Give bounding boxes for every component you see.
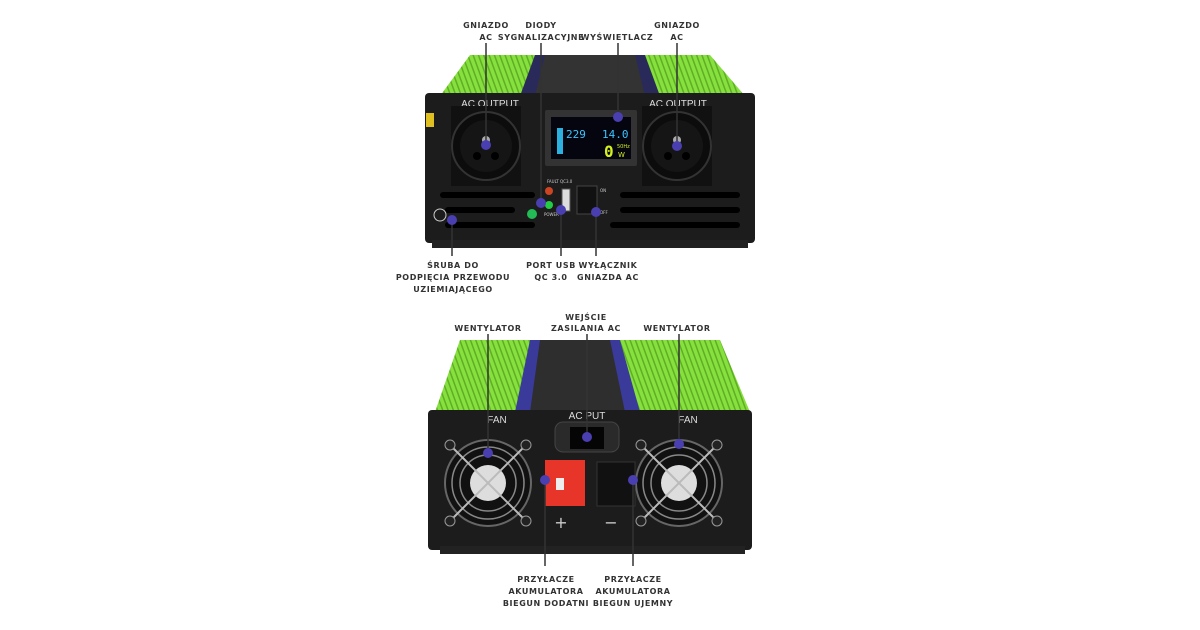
label-ground-screw: UZIEMIAJĄCEGO [413,285,493,294]
fan-label: FAN [678,415,697,426]
rear-labels: WENTYLATOR WEJŚCIE ZASILANIA AC WENTYLAT… [454,311,710,608]
label-battery-positive: PRZYŁACZE [517,575,574,584]
label-socket-left: AC [479,33,492,42]
display-power: 0 [604,142,614,161]
label-battery-negative: PRZYŁACZE [604,575,661,584]
label-battery-positive: BIEGUN DODATNI [503,599,589,608]
ground-screw [433,208,447,222]
fault-led [545,187,553,195]
label-switch: WYŁĄCZNIK [579,261,638,270]
display-voltage-dc: 14.0 [602,128,629,141]
label-usb: QC 3.0 [534,273,567,282]
label-ac-input: WEJŚCIE [565,311,607,322]
usb-port[interactable] [561,188,571,212]
label-socket-right: AC [670,33,683,42]
label-ground-screw: ŚRUBA DO [427,259,479,270]
label-fan-right: WENTYLATOR [643,324,710,333]
off-label: OFF [600,210,608,215]
label-socket-left: GNIAZDO [463,21,509,30]
label-leds: SYGNALIZACYJNE [498,33,584,42]
rear-callouts [483,334,684,566]
power-led [545,201,553,209]
label-socket-right: GNIAZDO [654,21,700,30]
display-unit: W [618,151,625,159]
label-leds: DIODY [525,21,556,30]
inverter-front-view: AC OUTPUT AC OUTPUT 229 14.0 0 50Hz W FA… [425,55,755,248]
label-usb: PORT USB [526,261,576,270]
battery-positive-terminal[interactable] [545,460,585,506]
label-switch: GNIAZDA AC [577,273,639,282]
ac-output-label: AC OUTPUT [649,99,707,110]
fan-label: FAN [487,415,506,426]
label-battery-negative: BIEGUN UJEMNY [593,599,673,608]
display-voltage-ac: 229 [566,128,586,141]
green-button[interactable] [527,209,537,219]
display-frequency: 50Hz [617,144,630,150]
inverter-rear-view: FAN FAN AC PUT + − [428,340,752,554]
lcd-display: 229 14.0 0 50Hz W [545,110,637,166]
power-switch[interactable] [576,185,598,215]
qc-label: QC3.0 [560,179,573,184]
fault-label: FAULT [547,179,559,184]
battery-negative-terminal[interactable] [596,461,636,507]
front-labels: GNIAZDO AC DIODY SYGNALIZACYJNE WYŚWIETL… [396,21,700,294]
front-callouts [447,43,682,256]
label-ac-input: ZASILANIA AC [551,324,621,333]
label-battery-positive: AKUMULATORA [508,587,583,596]
label-fan-left: WENTYLATOR [454,324,521,333]
ac-output-label: AC OUTPUT [461,99,519,110]
minus-sign: − [604,513,617,532]
label-display: WYŚWIETLACZ [581,31,654,42]
plus-sign: + [554,513,567,532]
label-battery-negative: AKUMULATORA [595,587,670,596]
label-ground-screw: PODPIĘCIA PRZEWODU [396,273,510,282]
on-label: ON [600,188,606,193]
fan-right [635,439,723,527]
power-label: POWER [544,212,559,217]
